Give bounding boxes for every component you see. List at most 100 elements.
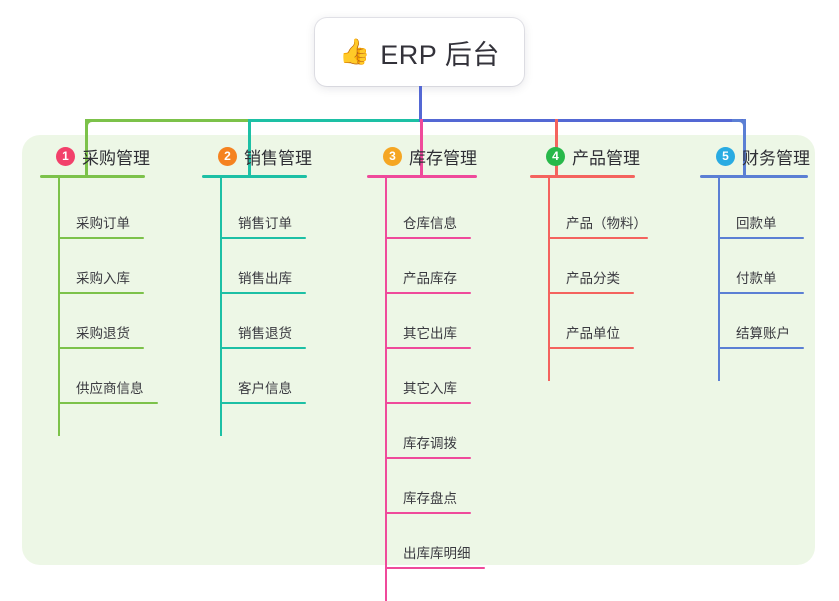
leaf-underline: [385, 402, 471, 404]
leaf-label: 销售订单: [238, 216, 292, 231]
leaf-label: 产品分类: [566, 271, 620, 286]
branch-spine: [220, 176, 222, 436]
leaf-label: 客户信息: [238, 381, 292, 396]
branch-heading-产品管理[interactable]: 4 产品管理: [530, 143, 640, 169]
leaf-node[interactable]: 产品（物料）: [548, 212, 648, 239]
leaf-label: 库存盘点: [403, 491, 457, 506]
leaf-underline: [385, 512, 471, 514]
leaf-underline: [385, 457, 471, 459]
branch-heading-库存管理[interactable]: 3 库存管理: [367, 143, 477, 169]
branch-underline: [40, 175, 145, 178]
branch-number-badge: 1: [56, 146, 75, 166]
branch-column-销售管理[interactable]: 2 销售管理销售订单销售出库销售退货客户信息: [202, 143, 312, 436]
leaf-label: 其它入库: [403, 381, 457, 396]
branch-label: 库存管理: [409, 148, 477, 168]
leaf-underline: [58, 402, 158, 404]
leaf-underline: [58, 237, 144, 239]
connector-bus-right: [419, 119, 746, 122]
leaf-label: 销售出库: [238, 271, 292, 286]
leaf-underline: [58, 292, 144, 294]
leaf-node[interactable]: 采购退货: [58, 322, 144, 349]
leaf-underline: [385, 237, 471, 239]
branch-label: 产品管理: [572, 148, 640, 168]
branch-column-财务管理[interactable]: 5 财务管理回款单付款单结算账户: [700, 143, 810, 381]
branch-spine: [58, 176, 60, 436]
branch-label: 销售管理: [244, 148, 312, 168]
leaf-underline: [220, 347, 306, 349]
leaf-label: 采购入库: [76, 271, 130, 286]
connector-bus-segment-1: [85, 119, 248, 122]
leaf-node[interactable]: 回款单: [718, 212, 804, 239]
branch-number-badge: 2: [218, 146, 237, 166]
leaf-node[interactable]: 结算账户: [718, 322, 804, 349]
leaf-label: 采购退货: [76, 326, 130, 341]
leaf-node[interactable]: 出库库明细: [385, 542, 485, 569]
leaf-underline: [58, 347, 144, 349]
leaf-label: 供应商信息: [76, 381, 144, 396]
leaf-label: 回款单: [736, 216, 777, 231]
branch-column-库存管理[interactable]: 3 库存管理仓库信息产品库存其它出库其它入库库存调拨库存盘点出库库明细: [367, 143, 485, 601]
branch-number-badge: 5: [716, 146, 735, 166]
leaf-node[interactable]: 其它出库: [385, 322, 471, 349]
root-node-erp-backend[interactable]: 👍 ERP 后台: [315, 18, 524, 86]
branch-spine: [718, 176, 720, 381]
leaf-node[interactable]: 产品单位: [548, 322, 634, 349]
branch-number-badge: 3: [383, 146, 402, 166]
connector-drop-3: [420, 119, 423, 176]
root-node-content: 👍 ERP 后台: [339, 33, 500, 72]
leaf-underline: [548, 347, 634, 349]
connector-corner-left: [85, 119, 99, 133]
branch-underline: [202, 175, 307, 178]
branch-number-badge: 4: [546, 146, 565, 166]
leaf-underline: [385, 292, 471, 294]
leaf-node[interactable]: 产品库存: [385, 267, 471, 294]
leaf-node[interactable]: 库存调拨: [385, 432, 471, 459]
leaf-node[interactable]: 销售订单: [220, 212, 306, 239]
leaf-node[interactable]: 库存盘点: [385, 487, 471, 514]
leaf-label: 产品（物料）: [566, 216, 647, 231]
leaf-label: 销售退货: [238, 326, 292, 341]
branch-underline: [700, 175, 808, 178]
leaf-underline: [548, 292, 634, 294]
branch-heading-销售管理[interactable]: 2 销售管理: [202, 143, 312, 169]
leaf-label: 其它出库: [403, 326, 457, 341]
leaf-label: 付款单: [736, 271, 777, 286]
branch-spine: [385, 176, 387, 601]
leaf-underline: [220, 237, 306, 239]
leaf-underline: [385, 567, 485, 569]
connector-drop-2: [248, 119, 251, 176]
leaf-label: 产品单位: [566, 326, 620, 341]
branch-label: 财务管理: [742, 148, 810, 168]
leaf-underline: [548, 237, 648, 239]
leaf-node[interactable]: 客户信息: [220, 377, 306, 404]
leaf-label: 库存调拨: [403, 436, 457, 451]
leaf-label: 仓库信息: [403, 216, 457, 231]
leaf-node[interactable]: 其它入库: [385, 377, 471, 404]
leaf-node[interactable]: 付款单: [718, 267, 804, 294]
branch-column-产品管理[interactable]: 4 产品管理产品（物料） 产品分类产品单位: [530, 143, 648, 381]
leaf-node[interactable]: 仓库信息: [385, 212, 471, 239]
leaf-node[interactable]: 供应商信息: [58, 377, 158, 404]
leaf-label: 结算账户: [736, 326, 790, 341]
leaf-underline: [220, 292, 306, 294]
branch-underline: [367, 175, 477, 178]
diagram-background-panel: [22, 135, 815, 565]
leaf-node[interactable]: 销售退货: [220, 322, 306, 349]
leaf-node[interactable]: 产品分类: [548, 267, 634, 294]
leaf-node[interactable]: 采购订单: [58, 212, 144, 239]
leaf-underline: [718, 292, 804, 294]
leaf-label: 采购订单: [76, 216, 130, 231]
connector-root-stem: [419, 86, 422, 122]
leaf-node[interactable]: 采购入库: [58, 267, 144, 294]
branch-underline: [530, 175, 635, 178]
branch-heading-财务管理[interactable]: 5 财务管理: [700, 143, 810, 169]
connector-drop-5: [743, 119, 746, 176]
connector-corner-right: [732, 119, 746, 133]
leaf-underline: [718, 347, 804, 349]
leaf-node[interactable]: 销售出库: [220, 267, 306, 294]
connector-drop-1: [85, 119, 88, 176]
leaf-underline: [718, 237, 804, 239]
